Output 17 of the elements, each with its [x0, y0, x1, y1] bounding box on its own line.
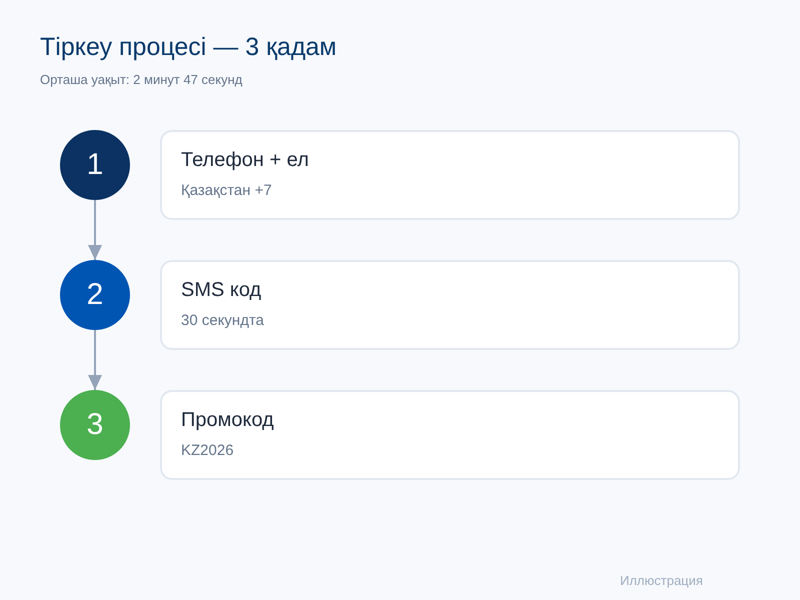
arrow: [88, 330, 102, 390]
step-title: Промокод: [181, 408, 274, 433]
step-card: [160, 260, 740, 350]
step-card: [160, 390, 740, 480]
step-number: 1: [86, 148, 104, 182]
step-number: 2: [86, 278, 104, 312]
illustration-note: Иллюстрация: [620, 572, 703, 590]
step-number: 3: [86, 408, 104, 442]
page-title: Тіркеу процесі — 3 қадам: [40, 32, 337, 62]
subtitle: Орташа уақыт: 2 минут 47 секунд: [40, 71, 242, 89]
step-title: Телефон + ел: [181, 148, 309, 173]
step-detail: 30 секундта: [181, 312, 264, 330]
arrow: [88, 200, 102, 260]
step-detail: Қазақстан +7: [181, 182, 272, 200]
step-title: SMS код: [181, 278, 262, 303]
step-detail: KZ2026: [181, 442, 234, 460]
step-card: [160, 130, 740, 220]
